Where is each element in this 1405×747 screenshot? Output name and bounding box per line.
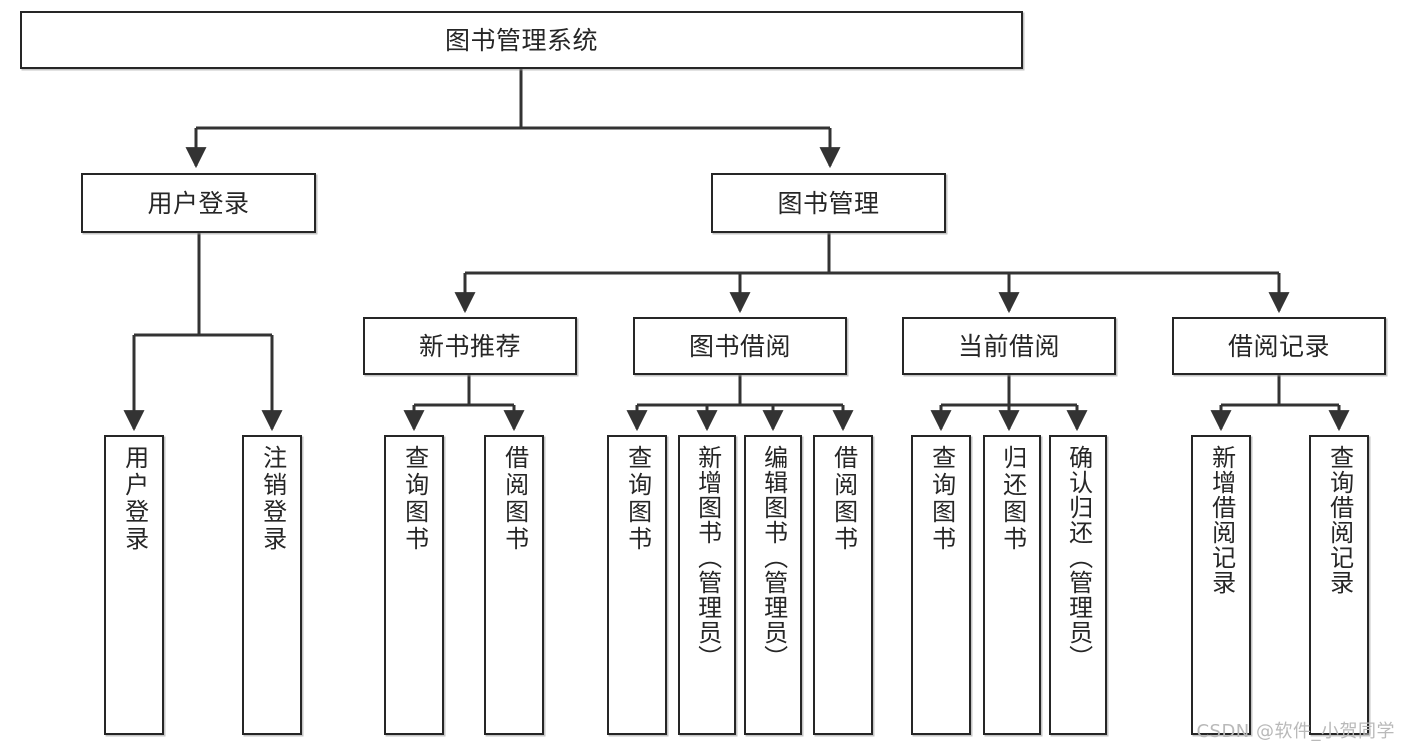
leaf-borrow-record-add[interactable]: 新增借阅记录 (1191, 435, 1251, 735)
node-label: 查询图书 (400, 445, 429, 553)
node-borrow-record[interactable]: 借阅记录 (1172, 317, 1386, 375)
leaf-current-borrow-confirm-return-admin[interactable]: 确认归还（管理员） (1049, 435, 1107, 735)
node-label: 图书借阅 (688, 331, 791, 361)
node-label: 查询图书 (927, 445, 956, 553)
node-label: 图书管理 (777, 188, 880, 218)
leaf-book-borrow-add-admin[interactable]: 新增图书（管理员） (678, 435, 736, 735)
leaf-new-book-borrow[interactable]: 借阅图书 (484, 435, 544, 735)
node-book-management[interactable]: 图书管理 (711, 173, 946, 233)
node-current-borrow[interactable]: 当前借阅 (902, 317, 1116, 375)
node-label: 新增图书（管理员） (693, 445, 722, 670)
node-label: 当前借阅 (957, 331, 1060, 361)
node-user-login[interactable]: 用户登录 (81, 173, 316, 233)
leaf-book-borrow-query[interactable]: 查询图书 (607, 435, 667, 735)
node-label: 注销登录 (258, 445, 287, 553)
leaf-new-book-query[interactable]: 查询图书 (384, 435, 444, 735)
node-label: 编辑图书（管理员） (759, 445, 788, 670)
node-label: 查询借阅记录 (1325, 445, 1354, 595)
node-book-borrow[interactable]: 图书借阅 (633, 317, 847, 375)
leaf-user-login-logout[interactable]: 注销登录 (242, 435, 302, 735)
node-label: 借阅图书 (500, 445, 529, 553)
leaf-current-borrow-return[interactable]: 归还图书 (983, 435, 1041, 735)
node-new-book-recommend[interactable]: 新书推荐 (363, 317, 577, 375)
node-label: 新增借阅记录 (1207, 445, 1236, 595)
leaf-borrow-record-query[interactable]: 查询借阅记录 (1309, 435, 1369, 735)
node-label: 图书管理系统 (444, 25, 598, 55)
node-label: 归还图书 (998, 445, 1027, 553)
node-label: 查询图书 (623, 445, 652, 553)
node-label: 确认归还（管理员） (1064, 445, 1093, 670)
leaf-user-login-login[interactable]: 用户登录 (104, 435, 164, 735)
node-label: 用户登录 (120, 445, 149, 553)
leaf-book-borrow-borrow[interactable]: 借阅图书 (813, 435, 873, 735)
node-root-book-management-system[interactable]: 图书管理系统 (20, 11, 1023, 69)
node-label: 借阅记录 (1227, 331, 1330, 361)
node-label: 新书推荐 (418, 331, 521, 361)
node-label: 用户登录 (147, 188, 250, 218)
leaf-current-borrow-query[interactable]: 查询图书 (911, 435, 971, 735)
leaf-book-borrow-edit-admin[interactable]: 编辑图书（管理员） (744, 435, 802, 735)
node-label: 借阅图书 (829, 445, 858, 553)
